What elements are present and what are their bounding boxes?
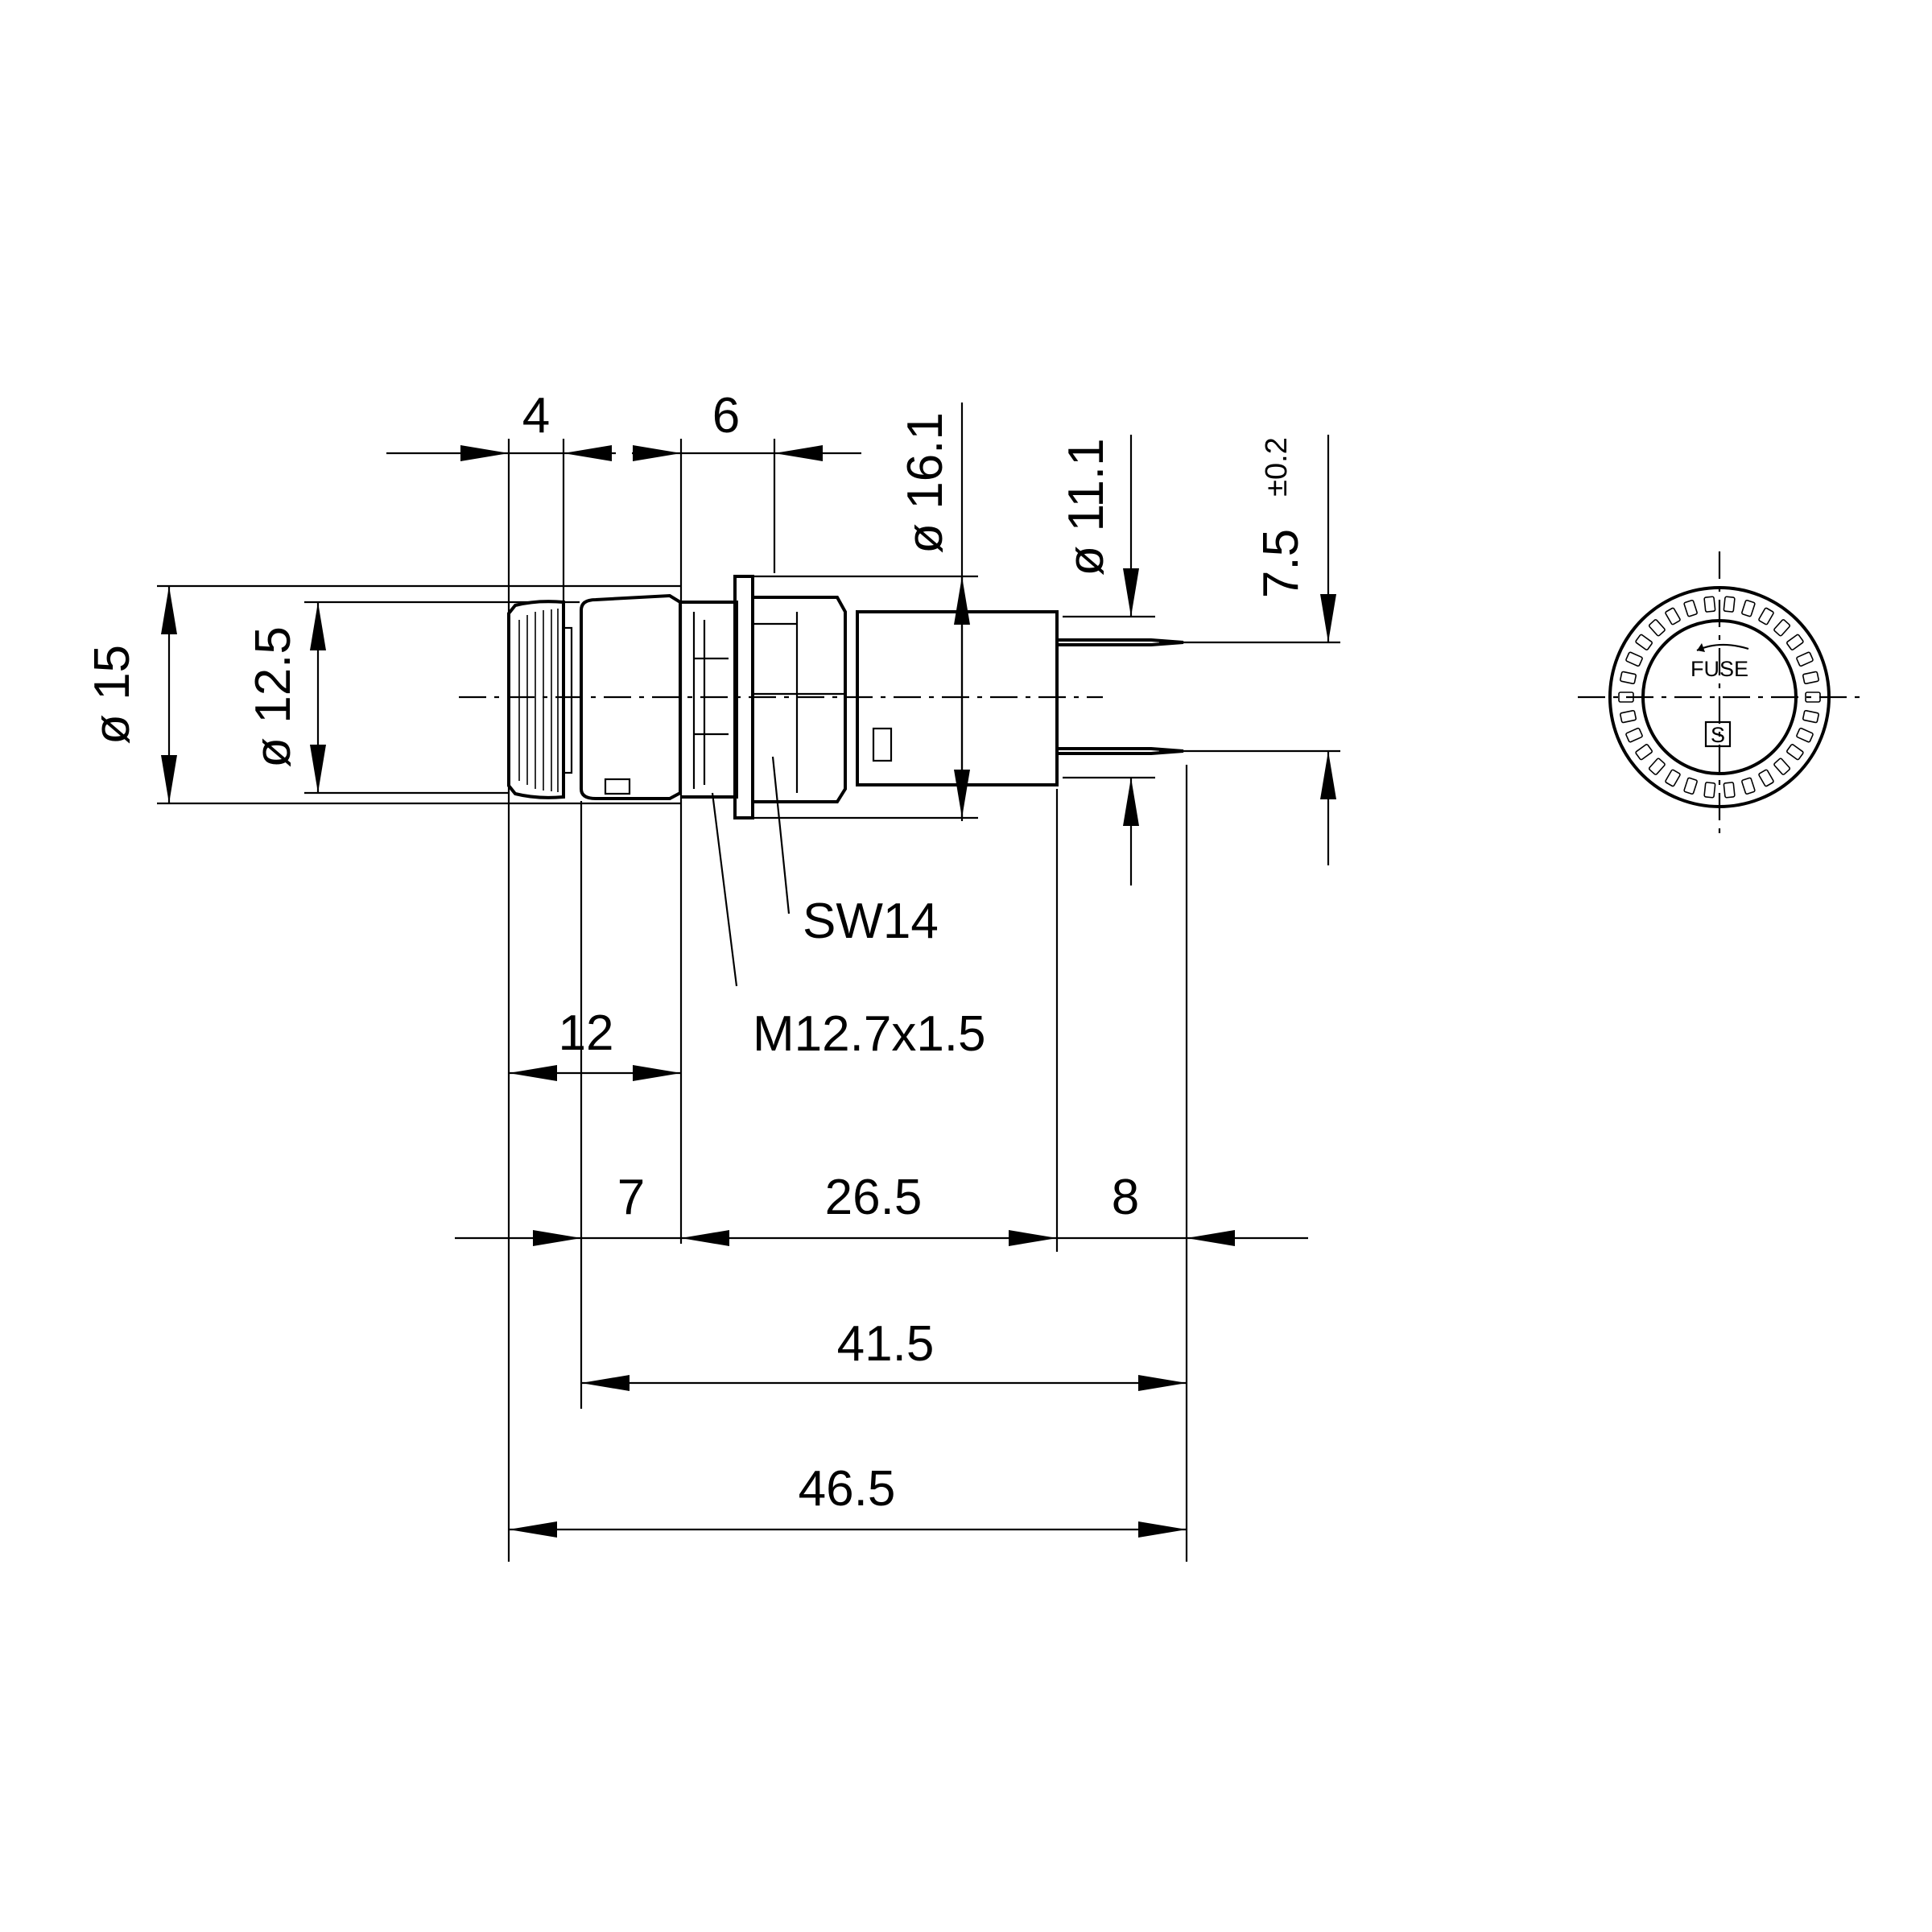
knurl-notch (1620, 709, 1637, 724)
dim-label-8: 8 (1112, 1170, 1139, 1225)
knurl-notch (1786, 634, 1804, 650)
knurl-notch (1758, 607, 1774, 625)
dim-label-dia-11-1: ø 11.1 (1059, 438, 1114, 576)
knurl-notch (1796, 727, 1814, 743)
extension-lines (157, 439, 1340, 1562)
knurled-cap (507, 600, 573, 799)
dim-label-dia-15: ø 15 (85, 645, 140, 745)
knurl-notch (1723, 782, 1736, 799)
rear-body (856, 610, 1059, 786)
knurl-notch (1635, 634, 1653, 650)
knurl-notch (1625, 651, 1643, 667)
knurl-notch (1802, 671, 1819, 685)
hex-nut (751, 596, 847, 803)
front-outer-ring (1608, 586, 1831, 808)
dim-label-pin-tolerance: ±0.2 (1260, 437, 1294, 497)
knurl-notch (1620, 671, 1637, 685)
dim-label-dia-16-1: ø 16.1 (898, 412, 953, 554)
dim-label-4: 4 (522, 388, 550, 444)
cert-mark: S (1711, 723, 1725, 747)
knurl-notch (1683, 599, 1698, 617)
knurl-notch (1665, 769, 1681, 787)
dim-label-6: 6 (712, 388, 740, 444)
knurl-notch (1665, 607, 1681, 625)
dim-label-dia-12-5: ø 12.5 (246, 626, 301, 768)
knurl-notch (1773, 758, 1791, 775)
knurl-notch (1723, 596, 1736, 613)
knurl-notch (1741, 599, 1756, 617)
fuse-arc-arrowhead (1697, 643, 1705, 652)
fuse-arc-arrow (1696, 643, 1749, 651)
knurl-notch (1635, 744, 1653, 761)
dim-label-26-5: 26.5 (825, 1170, 923, 1225)
front-view: FUSE S (1578, 551, 1860, 841)
knurl-notch (1758, 769, 1774, 787)
callout-wrench-size: SW14 (803, 894, 939, 949)
knurl-ring (1618, 596, 1821, 799)
dim-label-41-5: 41.5 (837, 1316, 935, 1372)
dimension-labels: 4 6 ø 16.1 ø 11.1 7.5 ±0.2 ø 15 ø 12.5 1… (85, 388, 1309, 1517)
dim-label-12: 12 (559, 1005, 614, 1061)
fuse-marking: FUSE (1690, 657, 1748, 681)
knurl-notch (1741, 777, 1756, 795)
knurl-notch (1648, 619, 1666, 637)
threaded-collar (681, 601, 738, 799)
callout-thread: M12.7x1.5 (753, 1006, 986, 1062)
knurl-notch (1618, 691, 1634, 703)
dim-label-46-5: 46.5 (799, 1461, 896, 1517)
knurl-notch (1796, 651, 1814, 667)
front-inner-ring (1641, 619, 1798, 775)
knurl-notch (1802, 709, 1819, 724)
cert-mark-box (1704, 720, 1732, 748)
dim-label-pin-pitch: 7.5 (1253, 529, 1309, 598)
knurl-notch (1703, 596, 1716, 613)
knurl-notch (1773, 619, 1791, 637)
knurl-notch (1625, 727, 1643, 743)
knurl-notch (1805, 691, 1821, 703)
knurl-notch (1683, 777, 1698, 795)
dimension-lines (161, 402, 1336, 1538)
side-view (459, 575, 1184, 819)
dim-label-7: 7 (617, 1170, 645, 1225)
knurl-notch (1648, 758, 1666, 775)
knurl-notch (1786, 744, 1804, 761)
knurl-notch (1703, 782, 1716, 799)
